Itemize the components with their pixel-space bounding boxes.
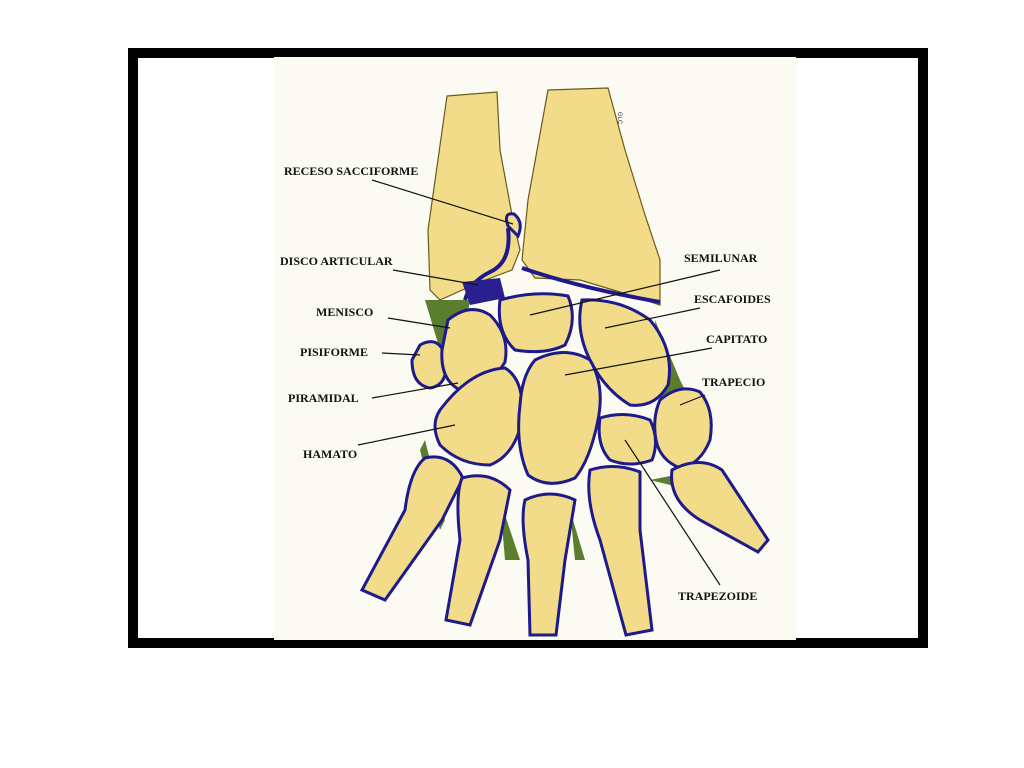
leader-trapecio (679, 394, 706, 406)
trapezoid-bone (597, 413, 657, 466)
label-pisiforme: PISIFORME (300, 345, 368, 359)
artist-signature: GLC (616, 112, 622, 125)
label-menisco: MENISCO (316, 305, 373, 319)
label-disco-articular: DISCO ARTICULAR (280, 254, 393, 268)
metacarpal-4 (444, 474, 512, 627)
lunate-bone (497, 292, 574, 354)
pisiform-bone (410, 340, 448, 390)
leader-escafoides (604, 307, 701, 329)
leader-menisco (387, 317, 451, 329)
leader-disco (392, 269, 479, 286)
leader-receso (371, 179, 514, 225)
leader-hamato (357, 424, 456, 446)
metacarpal-2 (587, 465, 654, 637)
leader-pisiforme (381, 352, 421, 356)
leader-piramidal (371, 382, 459, 399)
label-semilunar: SEMILUNAR (684, 251, 758, 265)
articular-disc (462, 278, 505, 305)
metacarpal-1 (670, 461, 770, 554)
trapezium-bone (653, 387, 713, 470)
capitate-bone (517, 351, 602, 485)
leader-trapezoide (624, 439, 721, 586)
label-escafoides: ESCAFOIDES (694, 292, 771, 306)
label-receso-sacciforme: RECESO SACCIFORME (284, 164, 418, 178)
label-trapezoide: TRAPEZOIDE (678, 589, 757, 603)
labels: RECESO SACCIFORME DISCO ARTICULAR MENISC… (280, 164, 771, 603)
sacciform-recess (505, 212, 522, 239)
hamate-bone (433, 366, 524, 467)
leader-capitato (564, 347, 713, 376)
leader-lines (357, 179, 721, 586)
radius-bone (521, 87, 661, 306)
ulna-bone (427, 91, 521, 301)
metacarpal-5 (359, 455, 465, 602)
metacarpal-3 (521, 492, 577, 637)
label-trapecio: TRAPECIO (702, 375, 765, 389)
label-capitato: CAPITATO (706, 332, 767, 346)
leader-semilunar (529, 269, 721, 316)
label-hamato: HAMATO (303, 447, 357, 461)
scaphoid-bone (578, 298, 672, 407)
label-piramidal: PIRAMIDAL (288, 391, 359, 405)
